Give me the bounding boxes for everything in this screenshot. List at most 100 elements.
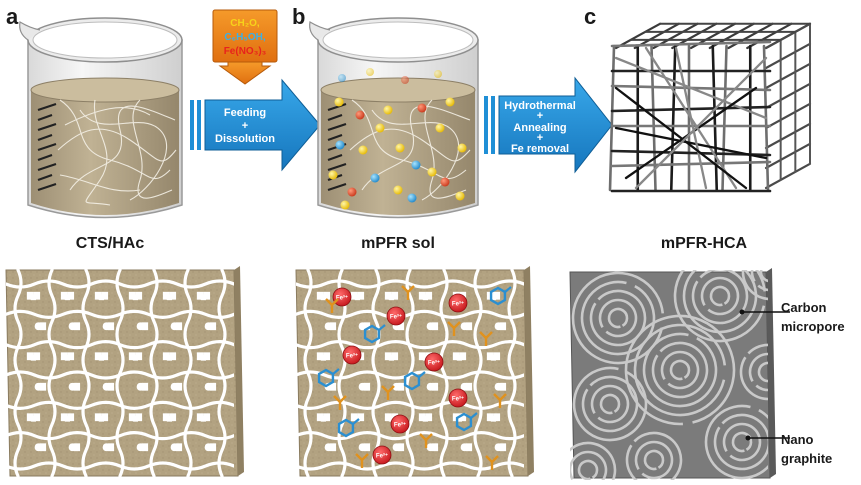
carbon-fiber [674, 46, 708, 190]
graphite-ring [634, 440, 674, 480]
label-nano: Nano [781, 432, 814, 447]
functional-group-label: H₂N [28, 355, 39, 361]
graphite-ring [673, 270, 767, 343]
graphite-ring [757, 361, 768, 383]
arrow2-line3: Annealing [513, 122, 566, 134]
graphite-ring [722, 422, 762, 462]
functional-group-label: OH [172, 446, 181, 452]
functional-group-label: OH [462, 385, 471, 391]
fiber-horizontal [296, 461, 524, 471]
graphite-ring [570, 441, 617, 480]
iron-ion: Fe³⁺ [390, 414, 410, 434]
functional-group-label: H₂N [318, 355, 329, 361]
functional-group-label: H₂N [28, 294, 39, 300]
graphite-ring [682, 270, 758, 334]
functional-group-label: H₂N [62, 415, 73, 421]
functional-group-label: H₂N [198, 415, 209, 421]
graphite-ring [625, 431, 683, 480]
arrow-hydrothermal: Hydrothermal + Annealing + Fe removal [484, 76, 613, 174]
functional-group-label: OH [428, 385, 437, 391]
fiber-vertical [47, 268, 57, 478]
formaldehyde-molecule [419, 433, 433, 448]
fiber-vertical [149, 268, 159, 478]
functional-group-label: OH [326, 324, 335, 330]
graphite-ring [624, 314, 736, 426]
iron-ion-label: Fe³⁺ [390, 314, 402, 321]
iron-ion: Fe³⁺ [448, 293, 468, 313]
functional-group-label: H₂N [454, 355, 465, 361]
phenol-molecule [403, 371, 426, 391]
functional-group-label: OH [428, 324, 437, 330]
fiber-horizontal [296, 431, 524, 441]
carbon-fiber [764, 22, 812, 50]
functional-group-label: H₂N [420, 294, 431, 300]
functional-group-label: OH [360, 324, 369, 330]
functional-group-label: H₂N [420, 415, 431, 421]
iron-ion: Fe³⁺ [448, 388, 468, 408]
label-micropore: micropore [781, 319, 845, 334]
functional-group-label: OH [104, 446, 113, 452]
functional-group-label: OH [462, 324, 471, 330]
functional-group-label: OH [70, 446, 79, 452]
carbon-fiber [614, 56, 768, 120]
formaldehyde-molecule [381, 385, 395, 400]
carbon-fiber [610, 40, 772, 48]
carbon-fiber [614, 86, 748, 190]
graphite-ring [704, 404, 768, 480]
formaldehyde-molecule [325, 298, 339, 313]
functional-group-label: OH [70, 385, 79, 391]
functional-group-label: H₂N [386, 415, 397, 421]
phenol-molecule [455, 412, 478, 432]
fiber-horizontal [296, 309, 524, 319]
functional-group-label: H₂N [488, 294, 499, 300]
iron-ion: Fe³⁺ [386, 306, 406, 326]
functional-group-label: H₂N [318, 294, 329, 300]
functional-group-label: OH [394, 385, 403, 391]
carbon-fiber [746, 22, 793, 50]
formaldehyde-molecule [333, 395, 347, 410]
iron-ion-label: Fe³⁺ [394, 422, 406, 429]
functional-group-label: H₂N [130, 294, 141, 300]
carbon-fiber [614, 22, 662, 50]
fiber-vertical [217, 268, 227, 478]
network-sheet-b: H₂NOHH₂NOHH₂NOHH₂NOHH₂NOHH₂NOHH₂NOHH₂NOH… [295, 266, 534, 478]
functional-group-label: OH [104, 324, 113, 330]
carbon-fiber [764, 142, 812, 170]
functional-group-label: OH [360, 385, 369, 391]
functional-group-label: H₂N [164, 355, 175, 361]
fiber-horizontal [6, 340, 234, 350]
fiber-horizontal [6, 431, 234, 441]
reagent-phenol: C₆H₅OH, [224, 32, 266, 43]
functional-group-label: OH [36, 446, 45, 452]
functional-group-label: H₂N [28, 415, 39, 421]
graphite-ring [669, 359, 691, 381]
functional-group-label: OH [428, 446, 437, 452]
fiber-vertical [115, 268, 125, 478]
reagent-iron-nitrate: Fe(NO₃)₃ [224, 46, 267, 57]
functional-group-label: OH [326, 385, 335, 391]
fiber-horizontal [296, 400, 524, 410]
functional-group-label: H₂N [198, 294, 209, 300]
functional-group-label: H₂N [130, 415, 141, 421]
functional-group-label: H₂N [96, 355, 107, 361]
carbon-fiber [669, 44, 677, 192]
arrow1-line1: Feeding [224, 107, 266, 119]
functional-group-label: H₂N [198, 355, 209, 361]
graphite-ring [598, 298, 638, 338]
caption-a: CTS/HAc [76, 235, 145, 252]
carbon-fiber [764, 122, 812, 150]
carbon-fiber [764, 102, 812, 130]
graphite-ring [651, 341, 709, 399]
carbon-fiber [634, 56, 768, 190]
functional-group-label: OH [462, 446, 471, 452]
functional-group-label: OH [172, 385, 181, 391]
caption-c: mPFR-HCA [661, 235, 748, 252]
phenol-molecule [489, 286, 512, 306]
reagent-box: CH₂O, C₆H₅OH, Fe(NO₃)₃ [212, 9, 278, 85]
panel-letter-c: c [584, 4, 596, 29]
iron-ion: Fe³⁺ [332, 287, 352, 307]
iron-ion-label: Fe³⁺ [452, 396, 464, 403]
fiber-horizontal [6, 461, 234, 471]
graphite-ring [607, 307, 629, 329]
